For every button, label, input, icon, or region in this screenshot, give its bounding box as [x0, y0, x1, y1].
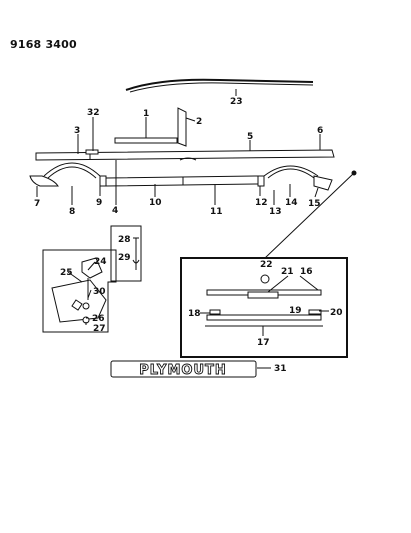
callout-1: 1: [143, 109, 149, 119]
callout-23: 23: [230, 97, 243, 107]
callout-16: 16: [300, 267, 313, 277]
callout-24: 24: [94, 257, 107, 267]
callout-10: 10: [149, 198, 162, 208]
callout-12: 12: [255, 198, 268, 208]
callout-32: 32: [87, 108, 100, 118]
callout-14: 14: [285, 198, 298, 208]
callout-26: 26: [92, 314, 105, 324]
callout-8: 8: [69, 207, 75, 217]
callout-3: 3: [74, 126, 80, 136]
document-code: 9168 3400: [10, 38, 77, 51]
callout-22: 22: [260, 260, 273, 270]
lower-body-molding: [29, 162, 333, 191]
callout-17: 17: [257, 338, 270, 348]
callout-29: 29: [118, 253, 131, 263]
callout-27: 27: [93, 324, 106, 334]
callout-21: 21: [281, 267, 294, 277]
body-side-molding: [35, 149, 335, 161]
callout-2: 2: [196, 117, 202, 127]
callout-13: 13: [269, 207, 282, 217]
callout-5: 5: [247, 132, 253, 142]
callout-4: 4: [112, 206, 118, 216]
emblem-detail-box: [180, 257, 348, 358]
callout-20: 20: [330, 308, 343, 318]
belt-molding-piece: [114, 107, 187, 147]
callout-25: 25: [60, 268, 73, 278]
callout-19: 19: [289, 306, 302, 316]
callout-18: 18: [188, 309, 201, 319]
callout-28: 28: [118, 235, 131, 245]
nameplate-text: PLYMOUTH: [139, 363, 227, 378]
leader-lines: [36, 89, 329, 369]
callout-15: 15: [308, 199, 321, 209]
plymouth-nameplate: PLYMOUTH: [110, 360, 257, 378]
callout-11: 11: [210, 207, 223, 217]
callout-31: 31: [274, 364, 287, 374]
callout-6: 6: [317, 126, 323, 136]
callout-30: 30: [93, 287, 106, 297]
roof-molding: [125, 78, 314, 93]
callout-labels: 1 2 3 4 5 6 7 8 9 10 11 12 13 14 15 16 1…: [34, 97, 343, 374]
callout-7: 7: [34, 199, 40, 209]
callout-9: 9: [96, 198, 102, 208]
fastener-detail-box: [110, 225, 142, 282]
